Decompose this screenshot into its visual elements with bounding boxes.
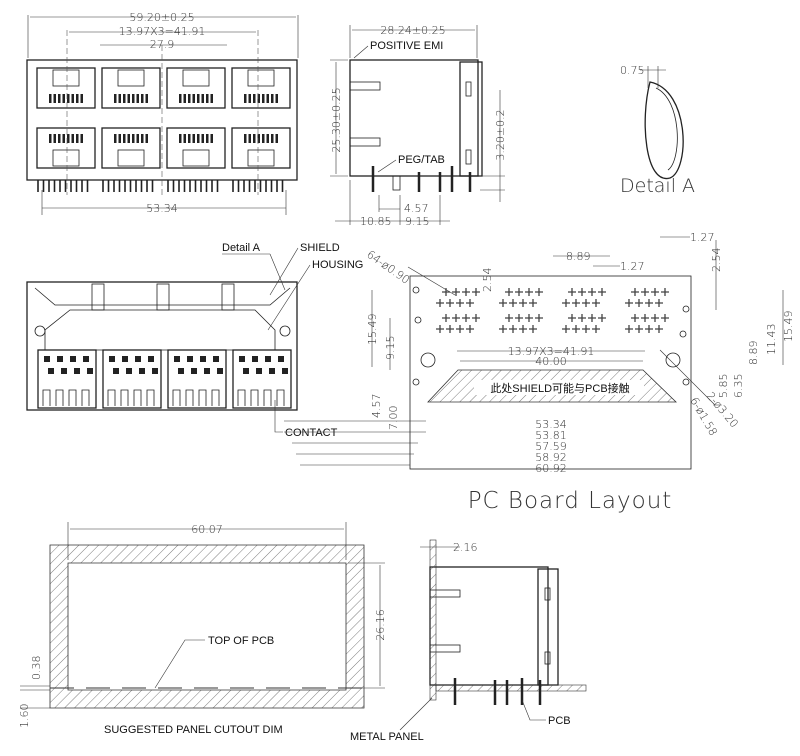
detail-a-title: Detail A <box>620 175 695 197</box>
dim-8-89: 8.89 <box>566 250 591 263</box>
dim-53-34: 53.34 <box>535 418 567 431</box>
dim-9-15: 9.15 <box>384 336 397 361</box>
rj45-port <box>101 67 161 109</box>
dim-15-49-right: 15.49 <box>782 311 795 343</box>
mount-hole-right <box>665 352 681 368</box>
positive-emi-label: POSITIVE EMI <box>370 40 443 52</box>
shield-contact-note: 此处SHIELD可能与PCB接触 <box>490 381 629 395</box>
mount-hole-left <box>420 352 436 368</box>
rj45-port <box>36 127 96 169</box>
section-detail-a-label: Detail A <box>222 242 261 254</box>
dim-2-54-top: 2.54 <box>481 268 494 293</box>
detail-a-view: 0.75 Detail A <box>620 64 695 197</box>
dim-9-15: 9.15 <box>405 215 430 228</box>
dim-27-9: 27.9 <box>150 38 175 51</box>
metal-panel-label: METAL PANEL <box>350 731 424 743</box>
dim-57-59: 57.59 <box>535 440 567 453</box>
shield-label: SHIELD <box>300 242 340 254</box>
rj45-port <box>101 127 161 169</box>
dim-2-54-right: 2.54 <box>710 248 723 273</box>
rj45-port <box>166 127 226 169</box>
dim-53-34: 53.34 <box>146 202 178 215</box>
metal-panel <box>429 539 437 701</box>
section-view: Detail A SHIELD HOUSING CONTACT <box>26 242 363 439</box>
front-pins <box>37 180 284 192</box>
dim-1-60: 1.60 <box>18 704 31 729</box>
dim-10-85: 10.85 <box>360 215 392 228</box>
mount-view: 2.16 METAL PANEL PCB <box>350 539 587 743</box>
pcb-pin-holes <box>436 288 669 333</box>
dim-41-91: 13.97X3=41.91 <box>508 345 595 358</box>
dim-3-20: 3.20±0.2 <box>494 109 507 160</box>
pcb-board <box>435 684 587 692</box>
dim-1-27-mid: 1.27 <box>620 260 645 273</box>
dim-8-89-right: 8.89 <box>747 341 760 366</box>
contact-block <box>102 349 162 409</box>
dim-5-85: 5.85 <box>717 374 730 399</box>
dim-11-43: 11.43 <box>765 324 778 356</box>
dim-0-38: 0.38 <box>30 656 43 681</box>
dim-overall-width: 59.20±0.25 <box>129 11 194 24</box>
pcb-label: PCB <box>548 715 571 727</box>
dim-4-57: 4.57 <box>370 394 383 419</box>
rj45-port <box>231 67 291 109</box>
contact-block <box>37 349 97 409</box>
dim-cutout-width: 60.07 <box>191 523 223 536</box>
dim-40-00: 40.00 <box>535 355 567 368</box>
pcb-layout: 此处SHIELD可能与PCB接触 64-ø0.90 2.54 8.89 1.27… <box>284 231 795 514</box>
pcb-layout-title: PC Board Layout <box>468 488 673 514</box>
dim-58-92: 58.92 <box>535 451 567 464</box>
dim-0-75: 0.75 <box>620 64 645 77</box>
contact-label: CONTACT <box>285 427 338 439</box>
front-ports <box>36 67 291 169</box>
dim-port-pitch: 13.97X3=41.91 <box>119 25 206 38</box>
rj45-port <box>166 67 226 109</box>
dim-7-00: 7.00 <box>387 406 400 431</box>
panel-cutout-caption: SUGGESTED PANEL CUTOUT DIM <box>104 724 283 736</box>
front-view: 59.20±0.25 13.97X3=41.91 27.9 53.34 <box>26 11 299 215</box>
dim-1-27-top: 1.27 <box>690 231 715 244</box>
dim-64-holes: 64-ø0.90 <box>364 248 412 287</box>
dim-depth: 28.24±0.25 <box>380 24 445 37</box>
panel-cutout-view: 60.07 26.16 0.38 1.60 TOP OF PCB SUGGEST… <box>18 522 387 736</box>
contact-blocks <box>37 349 292 409</box>
dim-4-57: 4.57 <box>404 202 429 215</box>
rj45-port <box>36 67 96 109</box>
top-of-pcb-label: TOP OF PCB <box>208 635 274 647</box>
dim-53-81: 53.81 <box>535 429 567 442</box>
side-view: 28.24±0.25 POSITIVE EMI 25.30±0.25 3.20±… <box>330 24 507 228</box>
dim-2-16: 2.16 <box>453 541 478 554</box>
dim-height: 25.30±0.25 <box>330 87 343 152</box>
contact-block <box>232 349 292 409</box>
housing-label: HOUSING <box>312 259 363 271</box>
dim-cutout-height: 26.16 <box>374 609 387 641</box>
contact-block <box>167 349 227 409</box>
dim-6-35: 6.35 <box>732 374 745 399</box>
rj45-port <box>231 127 291 169</box>
dim-15-49-left: 15.49 <box>366 314 379 346</box>
peg-tab-label: PEG/TAB <box>398 154 445 166</box>
dim-60-92: 60.92 <box>535 462 567 475</box>
